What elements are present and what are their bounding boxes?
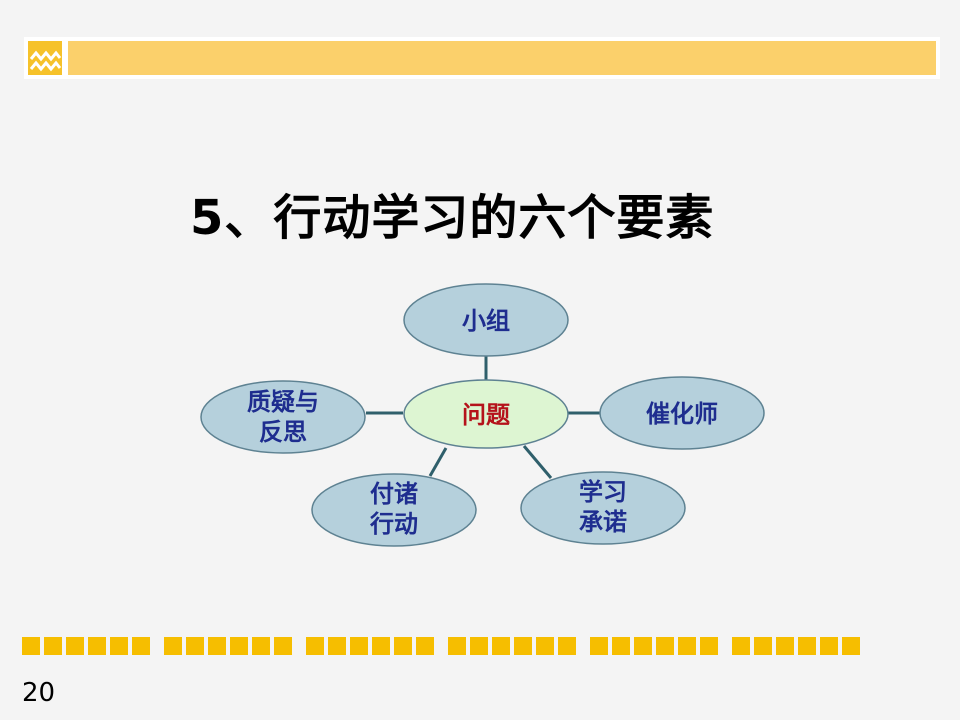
footer-square (88, 637, 106, 655)
node-label-center: 问题 (462, 401, 510, 429)
footer-square (536, 637, 554, 655)
footer-square (208, 637, 226, 655)
footer-square (110, 637, 128, 655)
mountain-peaks-icon (28, 41, 62, 75)
footer-square (274, 637, 292, 655)
node-label-take-action-line2: 行动 (369, 510, 418, 538)
footer-square (656, 637, 674, 655)
node-question-reflect: 质疑与 反思 (200, 380, 366, 454)
node-take-action: 付诸 行动 (311, 473, 477, 547)
node-label-question-reflect-line1: 质疑与 (247, 388, 319, 416)
node-facilitator: 催化师 (599, 376, 765, 450)
footer-square (612, 637, 630, 655)
footer-square (394, 637, 412, 655)
slide-title: 5、行动学习的六个要素 (190, 190, 715, 246)
footer-square (448, 637, 466, 655)
node-label-facilitator: 催化师 (646, 400, 718, 428)
footer-square (66, 637, 84, 655)
footer-square (230, 637, 248, 655)
node-label-group: 小组 (462, 307, 510, 335)
node-learning-commitment: 学习 承诺 (520, 471, 686, 545)
footer-square (590, 637, 608, 655)
node-label-take-action-line1: 付诸 (370, 480, 418, 508)
footer-square (732, 637, 750, 655)
footer-square (44, 637, 62, 655)
connector-learning-commitment (522, 445, 553, 479)
footer-square (700, 637, 718, 655)
footer-square (776, 637, 794, 655)
node-group: 小组 (403, 283, 569, 357)
footer-square (492, 637, 510, 655)
footer-square-band (22, 637, 860, 655)
footer-square (416, 637, 434, 655)
footer-square (470, 637, 488, 655)
footer-square (372, 637, 390, 655)
footer-square (252, 637, 270, 655)
footer-square (842, 637, 860, 655)
footer-square (186, 637, 204, 655)
footer-square (798, 637, 816, 655)
footer-square (634, 637, 652, 655)
connectors (366, 355, 600, 479)
connector-take-action (428, 447, 448, 477)
footer-square (328, 637, 346, 655)
footer-square (164, 637, 182, 655)
node-label-question-reflect-line2: 反思 (259, 418, 307, 446)
footer-square (558, 637, 576, 655)
footer-square (820, 637, 838, 655)
node-center-problem: 问题 (403, 379, 569, 449)
footer-square (132, 637, 150, 655)
header-bar (68, 41, 936, 75)
footer-square (514, 637, 532, 655)
node-label-learning-commitment-line2: 承诺 (579, 508, 627, 536)
footer-square (678, 637, 696, 655)
footer-square (350, 637, 368, 655)
footer-square (306, 637, 324, 655)
page-number: 20 (22, 678, 56, 708)
footer-square (754, 637, 772, 655)
footer-square (22, 637, 40, 655)
node-label-learning-commitment-line1: 学习 (579, 478, 627, 506)
